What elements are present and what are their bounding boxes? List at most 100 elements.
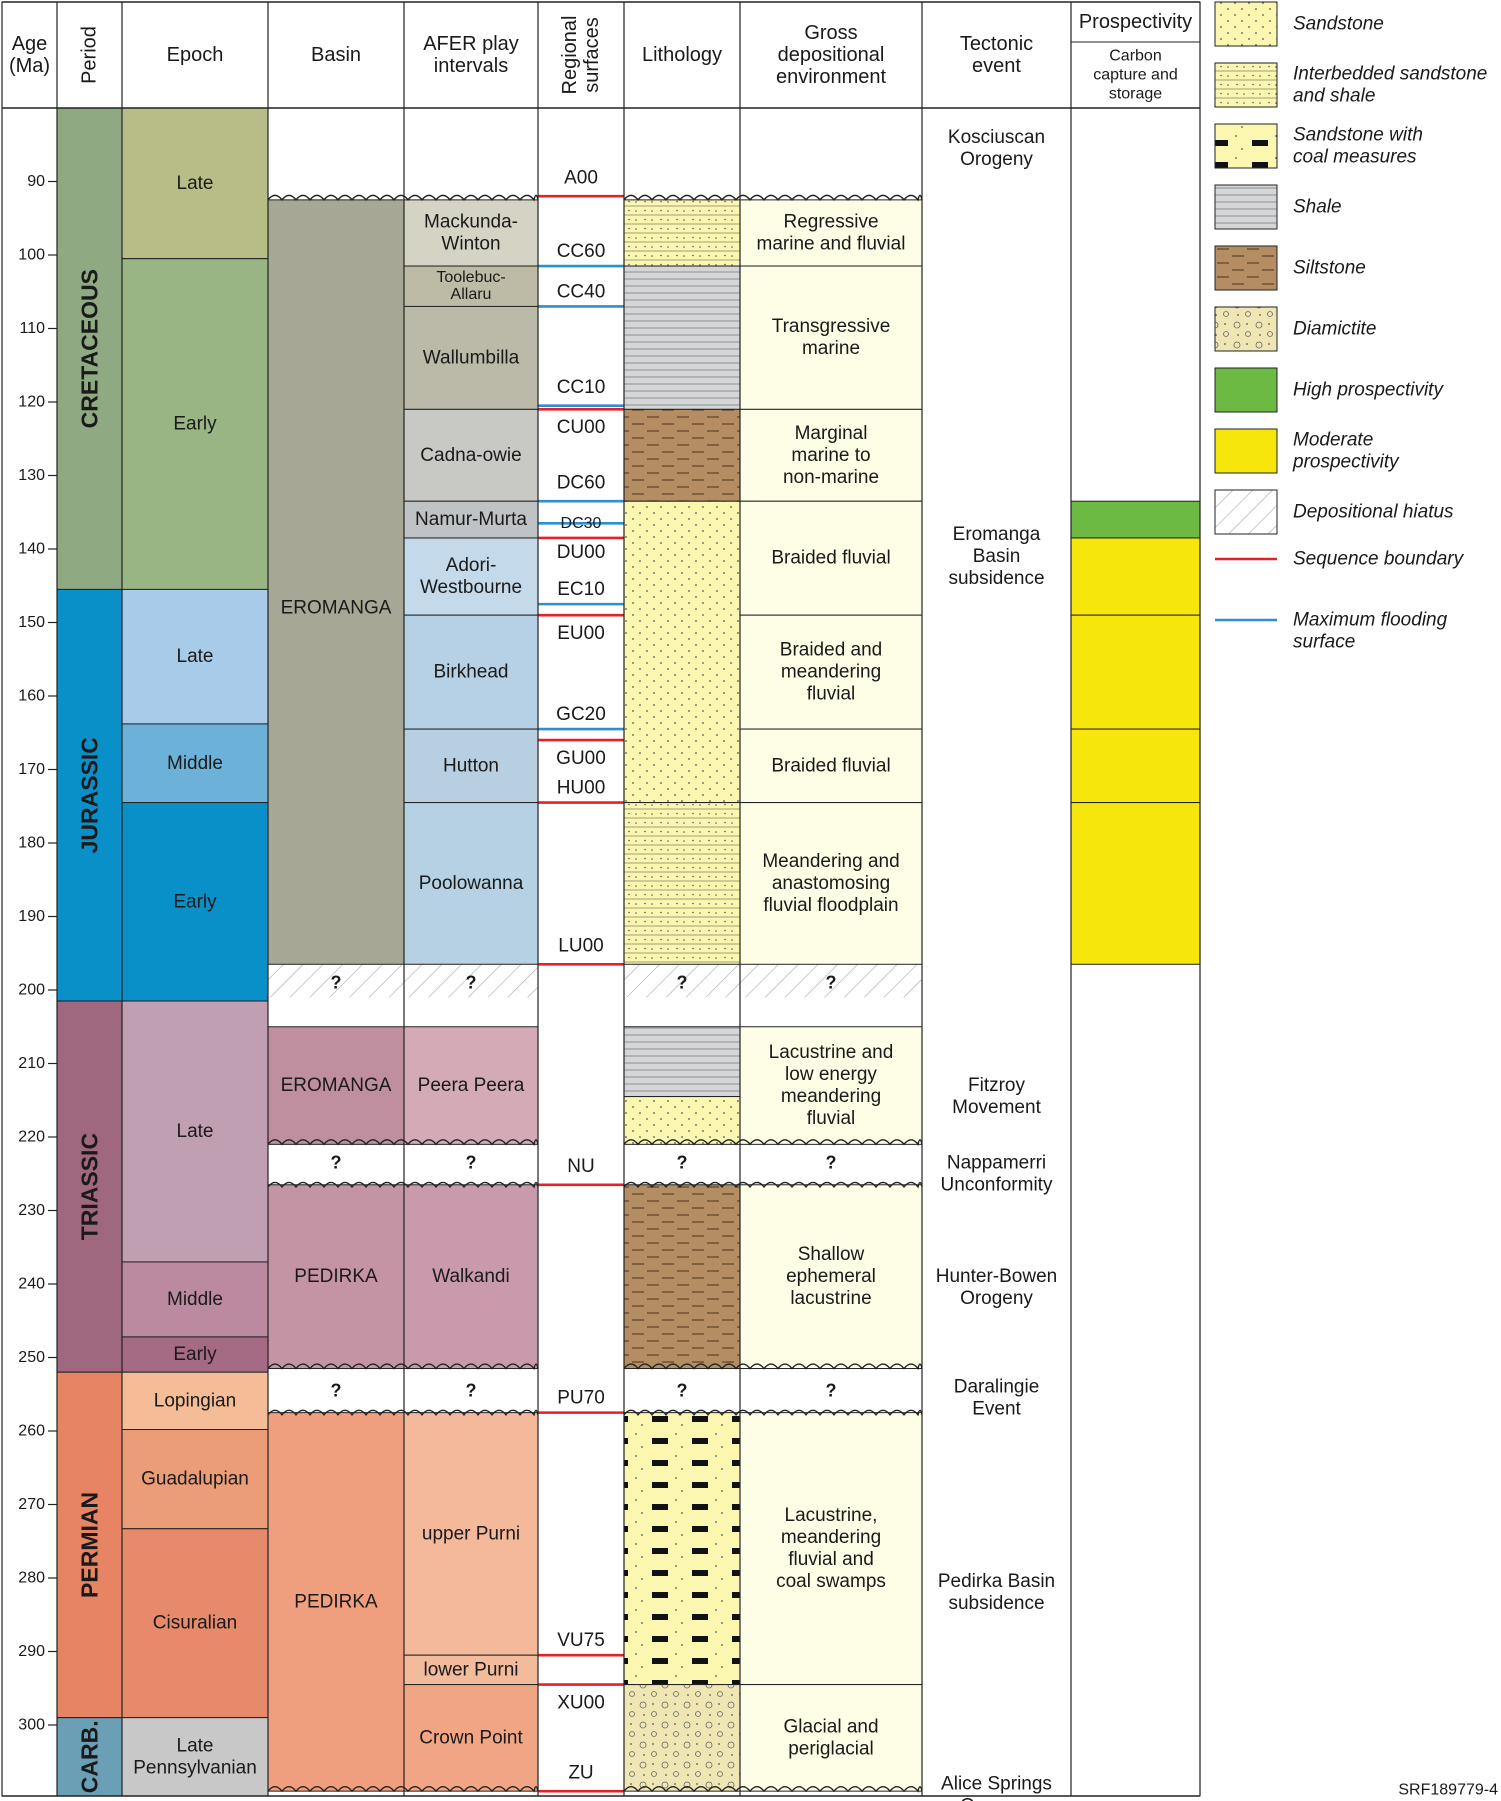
header-environment: depositional [778,44,885,66]
play-interval-label: Toolebuc- [436,269,505,286]
surface-label: CC40 [557,281,606,302]
play-interval-label: Birkhead [434,662,509,683]
surface-label: CU00 [557,417,606,438]
age-tick-label: 190 [18,908,45,925]
epoch-cell [121,802,269,1002]
tectonic-event-label: Unconformity [941,1174,1053,1195]
hiatus-band [624,964,922,998]
age-tick-label: 150 [18,614,45,631]
environment-label: fluvial [807,1108,856,1129]
epoch-cell [121,1429,269,1530]
lithology-shale [623,265,741,410]
play-interval-cell [403,1184,539,1370]
environment-label: marine and fluvial [757,233,906,254]
environment-label: meandering [781,662,881,683]
play-interval-label: upper Purni [422,1523,520,1544]
lithology-diamictite [623,1684,741,1792]
legend-label: Moderate [1293,430,1373,451]
legend-label: Sandstone with [1293,125,1423,146]
tectonic-event-label: Orogeny [960,1288,1033,1309]
prospectivity-moderate [1070,537,1201,616]
header-environment: Gross [804,22,857,44]
lithology-interbedded [623,802,741,965]
unconformity-line [267,1181,539,1189]
hiatus-question-mark: ? [466,973,477,993]
hiatus-question-mark: ? [331,973,342,993]
unconformity-line [267,194,539,202]
environment-label: Braided and [780,640,882,661]
tectonic-event-label: Orogeny [960,1795,1033,1801]
epoch-cell [121,1717,269,1797]
header-tectonic: event [972,55,1021,77]
unconformity-line [267,1363,539,1371]
basin-cell [267,1026,405,1145]
environment-label: low energy [785,1064,877,1085]
unconformity-line [623,194,923,202]
surface-label: LU00 [558,935,603,956]
header-period: Period [79,26,101,84]
environment-label: meandering [781,1527,881,1548]
epoch-label: Pennsylvanian [133,1757,257,1778]
tectonic-event-label: Alice Springs [941,1773,1052,1794]
header-regional: surfaces [581,17,603,93]
epoch-label: Late [177,1121,214,1142]
play-interval-cell [403,500,539,539]
prospectivity-high [1070,500,1201,539]
legend-swatch-coal [1214,123,1278,169]
play-interval-label: Cadna-owie [420,445,521,466]
environment-label: fluvial [807,684,856,705]
age-tick-label: 270 [18,1496,45,1513]
header-ccs: Carbon [1109,48,1161,65]
surface-label: CC60 [557,241,606,262]
environment-label: Shallow [798,1244,865,1265]
environment-label: Glacial and [783,1716,878,1737]
basin-label: PEDIRKA [294,1266,378,1287]
figure-id: SRF189779-4 [1398,1782,1498,1799]
environment-cell [739,408,923,502]
play-interval-label: Walkandi [432,1266,509,1287]
play-interval-label: Mackunda- [424,211,518,232]
legend-swatch-siltstone [1214,245,1278,291]
prospectivity-moderate [1070,614,1201,730]
header-afer: AFER play [423,33,519,55]
surface-label: A00 [564,167,598,188]
header-environment: environment [776,66,887,88]
epoch-label: Cisuralian [153,1613,237,1634]
legend-label: Maximum flooding [1293,610,1448,631]
epoch-label: Late [177,1735,214,1756]
epoch-label: Early [173,414,217,435]
legend-swatch-hiatus [1214,489,1278,535]
hiatus-question-mark: ? [331,1381,342,1401]
environment-label: Lacustrine, [785,1505,878,1526]
play-interval-label: Poolowanna [419,873,524,894]
hiatus-question-mark: ? [826,973,837,993]
environment-label: periglacial [788,1738,874,1759]
hiatus-question-mark: ? [466,1153,477,1173]
surface-label: XU00 [557,1692,605,1713]
tectonic-event-label: subsidence [948,568,1044,589]
period-permian [56,1371,123,1719]
hiatus-question-mark: ? [331,1153,342,1173]
environment-cell [739,614,923,730]
play-interval-label: Peera Peera [418,1075,525,1096]
legend-swatch-shale [1214,184,1278,230]
tectonic-event-label: subsidence [948,1593,1044,1614]
lithology-sandstone [623,1096,741,1145]
lithology-coal [623,1412,741,1686]
play-interval-label: Crown Point [419,1727,523,1748]
environment-cell [739,1684,923,1792]
tectonic-event-label: Nappamerri [947,1152,1046,1173]
fill-layer [1,1,1278,1797]
surface-label: GU00 [556,748,606,769]
line-layer [1,1,1277,1797]
play-interval-label: Hutton [443,755,499,776]
surface-label: PU70 [557,1387,605,1408]
epoch-cell [121,1261,269,1338]
basin-label: EROMANGA [281,1075,392,1096]
surface-label: NU [567,1156,594,1177]
legend-label: Sandstone [1293,14,1384,35]
play-interval-label: Winton [441,233,500,254]
legend-label: Diamictite [1293,319,1376,340]
play-interval-cell [403,1684,539,1792]
